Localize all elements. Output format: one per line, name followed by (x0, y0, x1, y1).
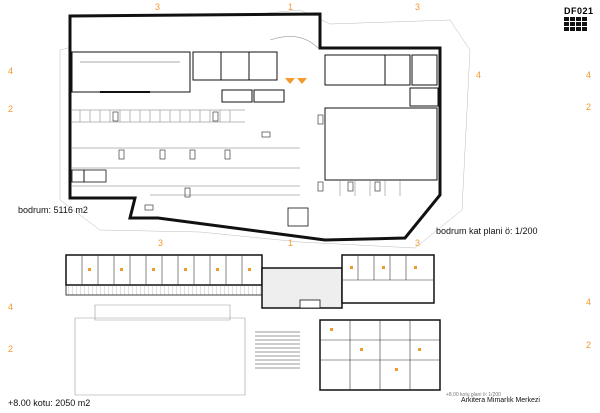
basement-area-label: bodrum: 5116 m2 (18, 205, 88, 215)
axis-marker: 2 (8, 344, 13, 354)
axis-marker: 3 (155, 2, 160, 12)
axis-marker: 2 (8, 104, 13, 114)
basement-plan-title: bodrum kat plani ö: 1/200 (436, 226, 538, 236)
entrance-ramp (269, 36, 319, 49)
basement-service-rooms (71, 169, 309, 227)
df021-logo: DF021 (564, 6, 594, 31)
axis-marker: 4 (476, 70, 481, 80)
parked-cars (112, 111, 381, 211)
parking-row-top (72, 109, 300, 196)
axis-marker: 4 (8, 66, 13, 76)
axis-marker: 2 (586, 340, 591, 350)
logo-text: DF021 (564, 6, 594, 16)
axis-marker: 4 (586, 297, 591, 307)
basement-outer-wall (68, 12, 442, 242)
upper-floor-scale-note: +8.00 kotu plani ö: 1/200 (446, 392, 501, 398)
grid-axis-markers: 3 1 3 4 2 4 2 4 4 2 4 2 3 1 3 (8, 2, 591, 354)
footer-credit: Arkitera Mimarlık Merkezi (461, 397, 540, 404)
pixel-grid-logo-icon (564, 17, 594, 31)
upper-floor-plan (65, 254, 441, 396)
axis-marker: 4 (586, 70, 591, 80)
entrance-arrow-icon (285, 78, 295, 84)
basement-right-hall (324, 107, 438, 196)
axis-marker: 1 (288, 2, 293, 12)
axis-marker: 4 (8, 302, 13, 312)
axis-marker: 3 (158, 238, 163, 248)
site-boundary-line (59, 9, 471, 249)
axis-marker: 2 (586, 102, 591, 112)
axis-marker: 3 (415, 2, 420, 12)
upper-floor-area-label: +8.00 kotu: 2050 m2 (8, 398, 91, 408)
entrance-arrow-icon-2 (297, 78, 307, 84)
axis-marker: 3 (415, 238, 420, 248)
basement-left-block (71, 51, 439, 107)
axis-marker: 1 (288, 238, 293, 248)
